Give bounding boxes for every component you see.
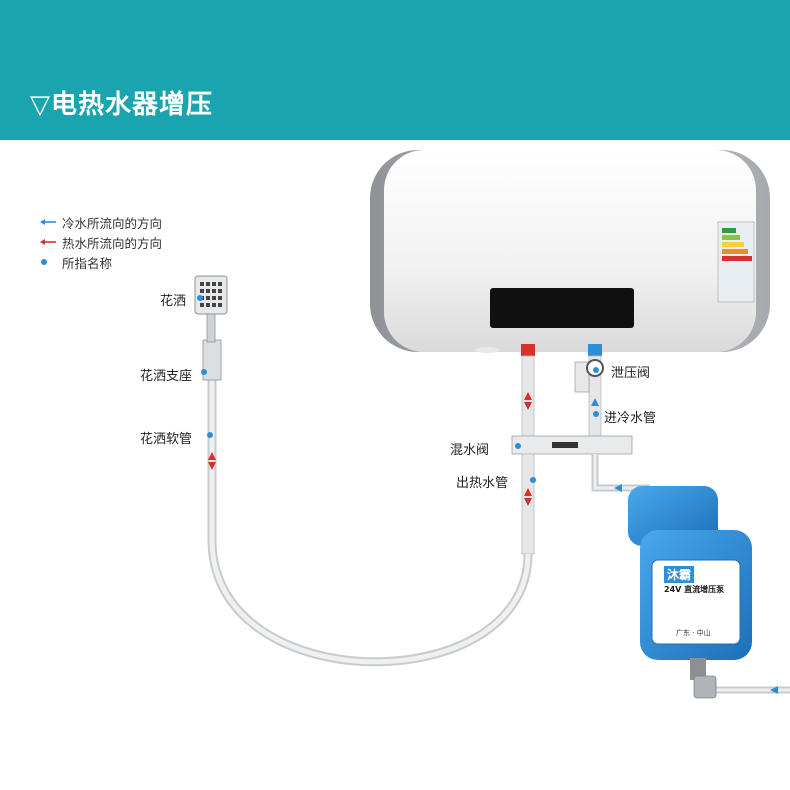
label-shower-holder: 花洒支座 bbox=[140, 369, 193, 384]
pump-brand: 沐霸 bbox=[664, 566, 695, 583]
legend-text: 热水所流向的方向 bbox=[62, 235, 163, 251]
heater-body bbox=[384, 150, 756, 352]
cold-arrow-icon bbox=[38, 216, 60, 228]
legend-item-cold: 冷水所流向的方向 bbox=[38, 212, 162, 232]
banner-title: ▽电热水器增压 bbox=[30, 90, 213, 120]
cold-flow-arrows bbox=[591, 398, 778, 694]
legend-item-hot: 热水所流向的方向 bbox=[38, 232, 162, 252]
pressure-relief-valve bbox=[574, 359, 604, 393]
heater-bottom-plug bbox=[475, 347, 499, 353]
label-pressure-valve: 泄压阀 bbox=[611, 366, 651, 381]
hot-arrow-icon bbox=[38, 236, 60, 248]
shower-head bbox=[194, 275, 228, 343]
label-mixing-valve: 混水阀 bbox=[450, 443, 490, 458]
shower-nozzles bbox=[200, 282, 222, 307]
dot-icon bbox=[38, 256, 60, 268]
cold-supply-line bbox=[591, 454, 650, 492]
title-banner: ▽电热水器增压 bbox=[0, 0, 790, 140]
label-shower-hose: 花洒软管 bbox=[140, 432, 193, 447]
legend-text: 所指名称 bbox=[62, 255, 113, 271]
hot-fitting bbox=[521, 344, 535, 356]
cold-fitting bbox=[588, 344, 602, 356]
heater-display-panel bbox=[490, 288, 634, 328]
label-shower-head: 花洒 bbox=[160, 294, 187, 309]
hot-flow-arrows bbox=[208, 392, 532, 506]
label-cold-inlet: 进冷水管 bbox=[604, 411, 657, 426]
legend-text: 冷水所流向的方向 bbox=[62, 215, 163, 231]
legend: 冷水所流向的方向 热水所流向的方向 所指名称 bbox=[38, 212, 162, 272]
shower-hose bbox=[207, 380, 533, 667]
pointer-dots bbox=[197, 295, 599, 483]
mixing-valve bbox=[511, 435, 633, 455]
energy-label bbox=[717, 221, 755, 303]
water-heater bbox=[370, 150, 770, 353]
label-hot-outlet: 出热水管 bbox=[456, 476, 509, 491]
pump-model: 24V 直流增压泵 bbox=[664, 585, 725, 594]
pump-outlet-fitting bbox=[690, 658, 706, 680]
legend-item-dot: 所指名称 bbox=[38, 252, 162, 272]
pump-region: 广东 · 中山 bbox=[676, 629, 711, 637]
